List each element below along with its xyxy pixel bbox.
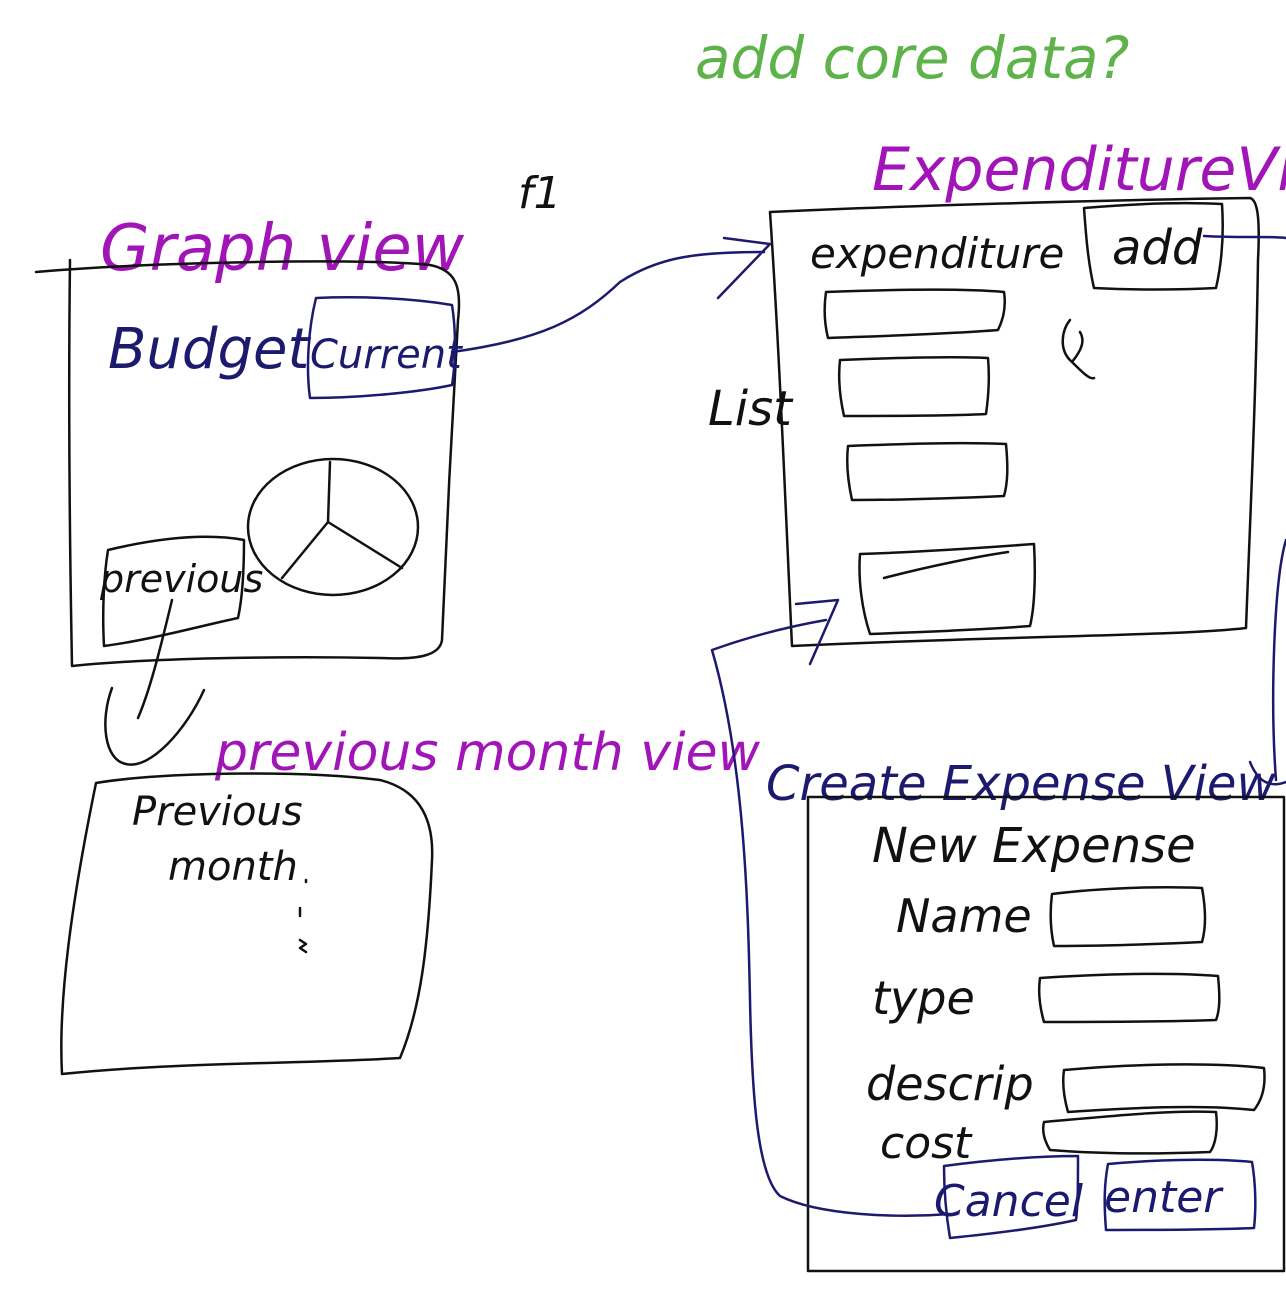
previous-button-label: previous [99, 557, 263, 601]
expenditure-heading: expenditure [810, 229, 1064, 278]
current-button-label: Current [310, 332, 463, 378]
previous-month-heading-line2: month [168, 844, 298, 890]
current-button[interactable]: Current [306, 296, 463, 400]
previous-month-heading-line1: Previous [132, 789, 303, 835]
arrow-cancel-to-expenditure [710, 598, 952, 1217]
create-expense-view-title: Create Expense View [766, 756, 1276, 812]
list-item[interactable] [837, 355, 991, 418]
previous-button[interactable]: previous [99, 535, 263, 648]
budget-label: Budget [108, 317, 311, 382]
pie-chart-circle [246, 457, 420, 597]
graph-view-frame [34, 258, 461, 668]
pie-chart-divider [280, 460, 404, 580]
cost-field-label: cost [880, 1118, 973, 1169]
list-label: List [708, 381, 794, 437]
description-field[interactable] [1061, 1063, 1266, 1114]
f1-note: f1 [518, 168, 561, 219]
expenditure-list: List [708, 288, 1037, 636]
enter-button[interactable]: enter [1103, 1158, 1257, 1232]
type-field[interactable] [1037, 972, 1221, 1024]
graph-view: Graph view Budget Current previous [34, 212, 465, 668]
add-button-label: add [1112, 220, 1203, 276]
cancel-button[interactable]: Cancel [934, 1154, 1084, 1240]
name-field-label: Name [896, 889, 1032, 943]
pie-chart-sketch [246, 457, 420, 597]
previous-month-view-frame [60, 772, 434, 1076]
create-expense-view-frame [806, 795, 1286, 1273]
enter-button-outline [1103, 1158, 1257, 1232]
previous-month-view: previous month view Previous month [60, 723, 761, 1076]
cancel-button-label: Cancel [934, 1176, 1084, 1227]
enter-button-label: enter [1104, 1172, 1224, 1223]
add-core-data-note: add core data? [695, 24, 1129, 92]
expenditure-view: ExpenditureView expenditure add List [708, 135, 1286, 648]
arrow-current-to-expenditure [450, 236, 772, 354]
create-expense-view: Create Expense View New Expense Name typ… [766, 756, 1286, 1273]
list-item[interactable] [858, 542, 1037, 636]
list-item[interactable] [845, 441, 1009, 502]
list-item[interactable] [823, 288, 1006, 340]
arrow-previous-to-month [104, 598, 206, 766]
current-button-outline [306, 296, 457, 400]
add-button-outline [1082, 201, 1224, 291]
cancel-button-outline [942, 1154, 1080, 1240]
arrow-add-to-create-expense [1202, 234, 1286, 786]
graph-view-title: Graph view [100, 212, 465, 286]
cost-field[interactable] [1042, 1110, 1218, 1155]
cursor-icon [1061, 318, 1096, 380]
new-expense-heading: New Expense [872, 818, 1196, 874]
expenditure-view-title: ExpenditureView [872, 135, 1286, 205]
previous-month-view-title: previous month view [214, 723, 761, 783]
type-field-label: type [872, 971, 975, 1025]
expenditure-view-frame [768, 196, 1260, 648]
previous-month-ellipsis [298, 878, 308, 954]
name-field[interactable] [1049, 886, 1207, 948]
description-field-label: descrip [866, 1057, 1034, 1111]
previous-button-outline [101, 535, 246, 648]
add-button[interactable]: add [1082, 201, 1224, 291]
